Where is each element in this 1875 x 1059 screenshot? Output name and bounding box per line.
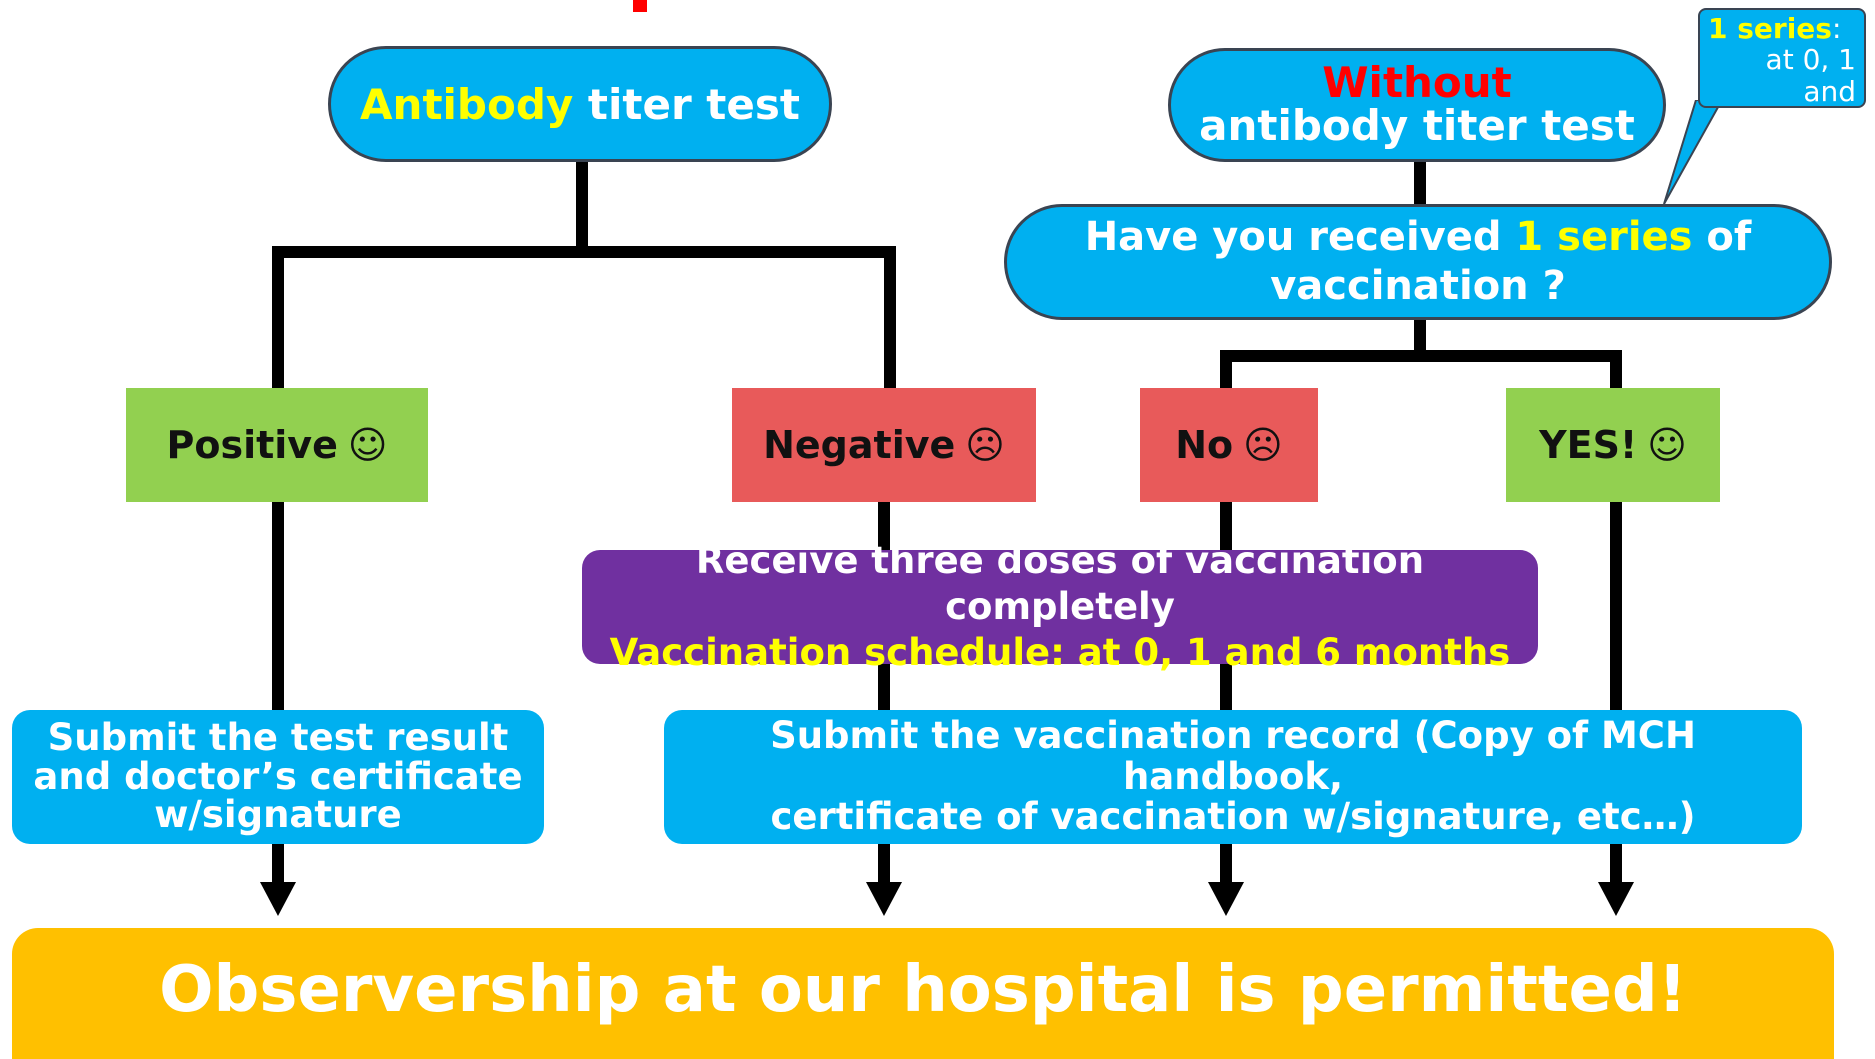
connector xyxy=(1414,160,1426,206)
callout-line3: 6 months xyxy=(1723,106,1856,140)
positive-result-box: Positive ☺ xyxy=(126,388,428,502)
yes-result-box: YES! ☺ xyxy=(1506,388,1720,502)
question-after: of xyxy=(1692,214,1752,261)
connector xyxy=(272,246,284,390)
submit-test-line1: Submit the test result xyxy=(47,715,509,759)
antibody-highlight: Antibody xyxy=(360,79,574,129)
arrow-down-icon xyxy=(260,882,296,916)
smiley-icon: ☺ xyxy=(1647,423,1687,467)
series-question-box: Have you received 1 series of vaccinatio… xyxy=(1004,204,1832,320)
frown-icon: ☹ xyxy=(965,423,1005,467)
series-callout: 1 series: at 0, 1 and 6 months xyxy=(1698,8,1866,138)
submit-record-line2: certificate of vaccination w/signature, … xyxy=(770,795,1696,839)
connector xyxy=(272,246,896,258)
observership-permitted-banner: Observership at our hospital is permitte… xyxy=(12,928,1834,1059)
negative-result-box: Negative ☹ xyxy=(732,388,1036,502)
without-highlight: Without xyxy=(1322,58,1512,108)
connector xyxy=(1414,318,1426,360)
yes-label: YES! xyxy=(1539,423,1638,467)
submit-vaccination-record-box: Submit the vaccination record (Copy of M… xyxy=(664,710,1802,844)
submit-record-line1: Submit the vaccination record (Copy of M… xyxy=(770,713,1696,798)
callout-line2: at 0, 1 and xyxy=(1765,43,1856,108)
submit-test-result-box: Submit the test result and doctor’s cert… xyxy=(12,710,544,844)
arrow-down-icon xyxy=(866,882,902,916)
without-rest: antibody titer test xyxy=(1199,101,1635,150)
no-result-box: No ☹ xyxy=(1140,388,1318,502)
callout-pointer xyxy=(1663,100,1724,205)
callout-colon: : xyxy=(1831,12,1842,45)
frown-icon: ☹ xyxy=(1243,423,1283,467)
submit-test-line2: and doctor’s certificate xyxy=(33,754,523,798)
cropped-title-fragment xyxy=(633,0,647,12)
vaccination-schedule-box: Receive three doses of vaccination compl… xyxy=(582,539,1538,674)
connector xyxy=(884,246,896,390)
schedule-line1: Receive three doses of vaccination compl… xyxy=(695,538,1425,628)
smiley-icon: ☺ xyxy=(347,423,388,467)
connector xyxy=(1610,350,1622,392)
question-highlight: 1 series xyxy=(1515,214,1693,261)
negative-label: Negative xyxy=(763,423,956,467)
no-label: No xyxy=(1175,423,1234,467)
without-antibody-test-box: Without antibody titer test xyxy=(1168,48,1666,162)
antibody-titer-test-box: Antibody titer test xyxy=(328,46,832,162)
arrow-down-icon xyxy=(1598,882,1634,916)
connector xyxy=(1220,350,1232,392)
submit-test-line3: w/signature xyxy=(154,793,402,837)
arrow-down-icon xyxy=(1208,882,1244,916)
question-before: Have you received xyxy=(1084,214,1516,261)
connector xyxy=(576,160,588,256)
schedule-line2: Vaccination schedule: at 0, 1 and 6 mont… xyxy=(609,631,1511,675)
callout-highlight: 1 series xyxy=(1708,12,1832,45)
final-text: Observership at our hospital is permitte… xyxy=(159,952,1687,1027)
antibody-rest: titer test xyxy=(573,79,800,129)
positive-label: Positive xyxy=(166,423,338,467)
question-line2: vaccination ? xyxy=(1270,263,1566,309)
connector xyxy=(1220,350,1622,362)
